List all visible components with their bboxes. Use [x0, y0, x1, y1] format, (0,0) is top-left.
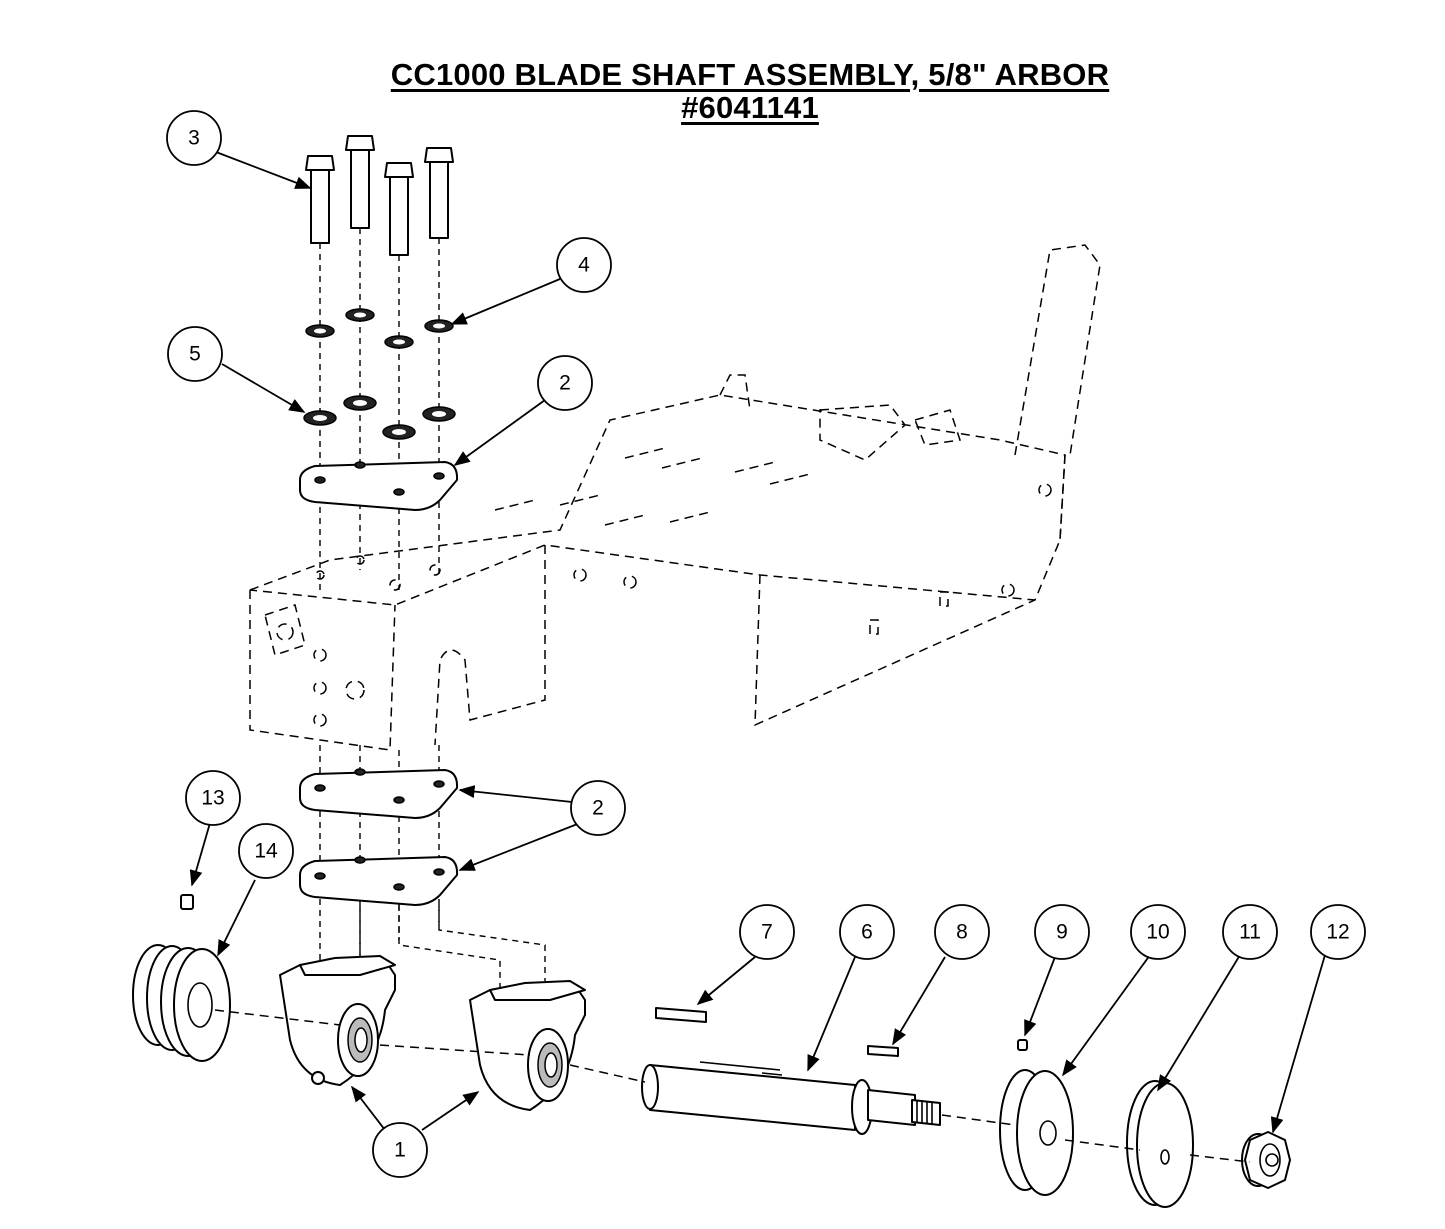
svg-text:4: 4	[578, 254, 590, 277]
callout-bubble-12: 12	[1310, 904, 1366, 960]
callout-bubble-2-lower: 2	[570, 780, 626, 836]
inner-blade-collar	[999, 1039, 1074, 1196]
hex-bolt-set	[305, 135, 454, 980]
outer-blade-flange	[1126, 1080, 1194, 1208]
svg-text:7: 7	[761, 921, 773, 944]
shim-plate-upper	[299, 461, 459, 511]
svg-text:2: 2	[559, 372, 571, 395]
svg-text:13: 13	[201, 787, 224, 810]
callout-bubble-8: 8	[934, 904, 990, 960]
blade-arbor-shaft	[641, 1061, 941, 1135]
svg-text:9: 9	[1056, 921, 1068, 944]
callout-bubble-10: 10	[1130, 904, 1186, 960]
pillow-block-bearing-right	[469, 980, 586, 1111]
callout-bubble-13: 13	[185, 770, 241, 826]
svg-text:10: 10	[1146, 921, 1169, 944]
shim-plate-lower	[299, 856, 459, 906]
callout-bubble-3: 3	[166, 110, 222, 166]
callout-bubble-14: 14	[238, 823, 294, 879]
alignment-lines	[359, 905, 546, 990]
callout-leaders	[189, 151, 1326, 1134]
washer-set	[303, 308, 456, 440]
svg-text:3: 3	[188, 127, 200, 150]
callout-bubble-4: 4	[556, 237, 612, 293]
pillow-block-bearing-left	[279, 955, 396, 1086]
svg-text:11: 11	[1239, 921, 1261, 944]
callout-bubble-2-upper: 2	[537, 355, 593, 411]
callout-bubble-7: 7	[739, 904, 795, 960]
shaft-center-line	[214, 1009, 1251, 1163]
callout-bubble-1: 1	[372, 1122, 428, 1178]
pulley-set-screw	[180, 894, 194, 910]
arbor-hex-nut	[1241, 1131, 1291, 1189]
shim-plate-middle	[299, 768, 459, 819]
shaft-key-long	[655, 1007, 707, 1023]
svg-text:6: 6	[861, 921, 873, 944]
svg-text:2: 2	[592, 797, 604, 820]
shaft-key-short	[867, 1045, 899, 1057]
diagram-title: CC1000 BLADE SHAFT ASSEMBLY, 5/8" ARBOR	[390, 57, 1110, 92]
callout-bubble-6: 6	[839, 904, 895, 960]
callout-bubble-5: 5	[167, 326, 223, 382]
callout-bubble-9: 9	[1034, 904, 1090, 960]
svg-text:12: 12	[1326, 921, 1349, 944]
svg-text:8: 8	[956, 921, 968, 944]
drive-pulley	[132, 944, 231, 1062]
part-number: #6041141	[681, 90, 819, 125]
svg-text:14: 14	[254, 840, 278, 863]
saw-frame-phantom	[249, 244, 1101, 751]
callout-bubble-11: 11	[1222, 904, 1278, 960]
svg-text:1: 1	[394, 1139, 406, 1162]
svg-text:5: 5	[189, 343, 201, 366]
